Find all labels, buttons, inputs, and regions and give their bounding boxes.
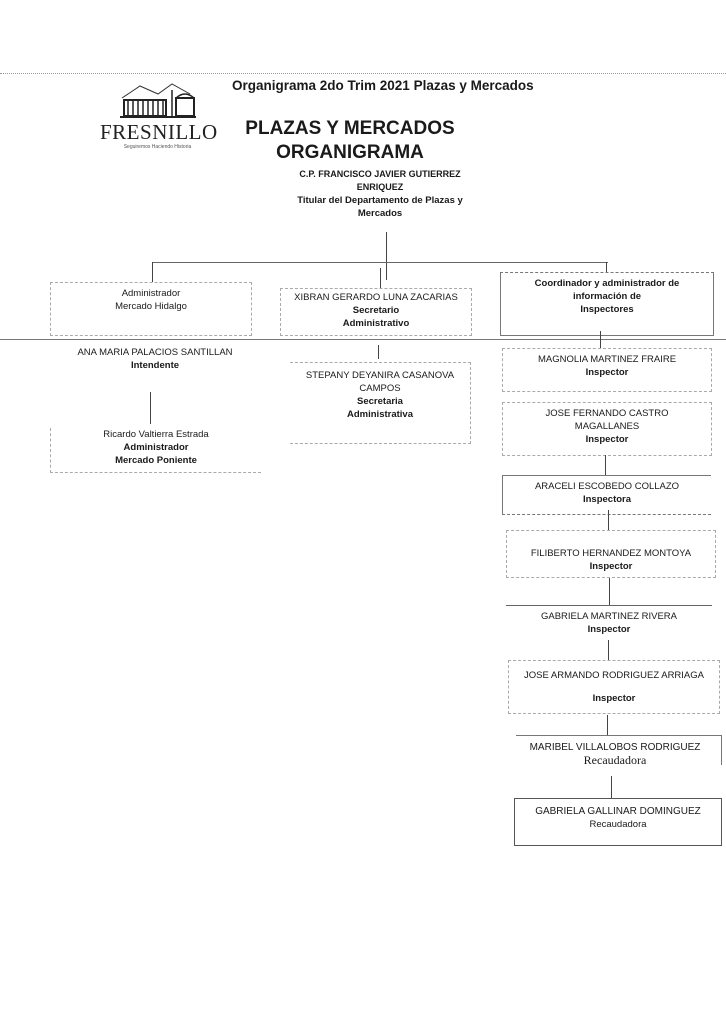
right-item-7-role: Recaudadora	[583, 753, 647, 767]
right-head-role-line-3: Inspectores	[580, 304, 634, 315]
left-item-2-role-line-1: Administrador	[123, 442, 189, 453]
middle-head-role-line-2: Administrativo	[342, 318, 410, 329]
right-head-role-line-2: información de	[572, 291, 642, 302]
connector-right-6-side	[721, 735, 722, 765]
building-logo-icon	[120, 83, 196, 118]
node-recaudadora-2: GABRIELA GALLINAR DOMINGUEZ Recaudadora	[514, 798, 722, 846]
connector-right-0	[600, 331, 601, 348]
title-line-1: PLAZAS Y MERCADOS	[245, 118, 455, 139]
node-admin-mercado-poniente: Ricardo Valtierra Estrada Administrador …	[50, 428, 261, 473]
connector-right-5	[608, 640, 609, 660]
connector-middle-drop	[380, 268, 381, 288]
right-item-3-role: Inspectora	[582, 494, 632, 505]
node-coordinador-inspectores: Coordinador y administrador de informaci…	[500, 272, 714, 336]
right-item-3-name: ARACELI ESCOBEDO COLLAZO	[534, 481, 680, 492]
right-head-role-line-1: Coordinador y administrador de	[534, 278, 680, 289]
node-inspector-2: JOSE FERNANDO CASTRO MAGALLANES Inspecto…	[502, 402, 712, 456]
middle-item-name-line-1: STEPANY DEYANIRA CASANOVA	[305, 370, 455, 381]
connector-right-3	[608, 510, 609, 530]
node-inspector-5: GABRIELA MARTINEZ RIVERA Inspector	[506, 610, 712, 636]
right-item-6-name: JOSE ARMANDO RODRIGUEZ ARRIAGA	[524, 670, 704, 681]
head-name-line-1: C.P. FRANCISCO JAVIER GUTIERREZ	[299, 169, 461, 179]
left-item-1-name: ANA MARIA PALACIOS SANTILLAN	[77, 347, 233, 358]
node-inspector-6: JOSE ARMANDO RODRIGUEZ ARRIAGA Inspector	[508, 660, 720, 714]
middle-head-role-line-1: Secretario	[352, 305, 400, 316]
connector-middle-1	[378, 345, 379, 359]
right-item-8-role: Recaudadora	[589, 819, 647, 830]
right-item-1-name: MAGNOLIA MARTINEZ FRAIRE	[537, 354, 677, 365]
right-item-7-name: MARIBEL VILLALOBOS RODRIGUEZ	[529, 742, 701, 753]
right-item-8-name: GABRIELA GALLINAR DOMINGUEZ	[535, 806, 701, 817]
connector-left-1	[150, 392, 151, 424]
connector-right-4-bar	[506, 605, 712, 606]
head-name-line-2: ENRIQUEZ	[356, 182, 404, 192]
scan-divider-line	[0, 73, 726, 74]
right-item-2-name: JOSE FERNANDO CASTRO MAGALLANES	[545, 408, 669, 432]
title-line-2: ORGANIGRAMA	[276, 142, 424, 163]
node-recaudadora-1: MARIBEL VILLALOBOS RODRIGUEZ Recaudadora	[510, 741, 720, 767]
connector-right-7	[611, 776, 612, 798]
left-item-2-name: Ricardo Valtierra Estrada	[103, 429, 209, 440]
head-role-line-1: Titular del Departamento de Plazas y	[297, 195, 463, 206]
left-item-1-role: Intendente	[130, 360, 180, 371]
connector-right-6	[607, 715, 608, 735]
middle-item-name-line-2: CAMPOS	[359, 383, 401, 394]
connector-left-drop	[152, 262, 153, 282]
right-item-4-role: Inspector	[589, 561, 633, 572]
node-intendente: ANA MARIA PALACIOS SANTILLAN Intendente	[50, 346, 260, 372]
node-inspector-1: MAGNOLIA MARTINEZ FRAIRE Inspector	[502, 348, 712, 392]
node-secretaria-administrativa: STEPANY DEYANIRA CASANOVA CAMPOS Secreta…	[290, 362, 471, 444]
connector-right-6-bar	[516, 735, 722, 736]
right-item-1-role: Inspector	[585, 367, 629, 378]
right-item-6-role: Inspector	[592, 693, 636, 704]
connector-top-down	[386, 232, 387, 280]
middle-item-role-line-1: Secretaria	[357, 396, 403, 407]
right-item-2-role: Inspector	[585, 434, 629, 445]
left-item-2-role-line-2: Mercado Poniente	[115, 455, 197, 466]
logo-motto: Seguiremos Haciendo Historia	[123, 144, 192, 150]
org-chart-title: PLAZAS Y MERCADOS ORGANIGRAMA	[230, 117, 470, 165]
connector-right-2	[605, 455, 606, 475]
right-item-5-role: Inspector	[587, 624, 631, 635]
middle-head-name: XIBRAN GERARDO LUNA ZACARIAS	[294, 292, 458, 303]
document-header-title: Organigrama 2do Trim 2021 Plazas y Merca…	[232, 78, 534, 93]
middle-item-role-line-2: Administrativa	[347, 409, 413, 420]
node-department-head: C.P. FRANCISCO JAVIER GUTIERREZ ENRIQUEZ…	[272, 168, 488, 220]
node-admin-mercado-hidalgo: Administrador Mercado Hidalgo	[50, 282, 252, 336]
connector-branch-bar	[152, 262, 608, 263]
right-item-4-name: FILIBERTO HERNANDEZ MONTOYA	[530, 548, 692, 559]
node-secretario-administrativo: XIBRAN GERARDO LUNA ZACARIAS Secretario …	[280, 288, 472, 336]
logo-wordmark: FRESNILLO	[100, 120, 218, 144]
fresnillo-logo: FRESNILLO Seguiremos Haciendo Historia	[100, 80, 218, 154]
node-inspectora-3: ARACELI ESCOBEDO COLLAZO Inspectora	[502, 475, 711, 515]
connector-right-4	[609, 578, 610, 606]
horizontal-rule	[0, 339, 726, 340]
left-head-role-line-1: Administrador	[121, 288, 181, 299]
right-item-5-name: GABRIELA MARTINEZ RIVERA	[540, 611, 678, 622]
node-inspector-4: FILIBERTO HERNANDEZ MONTOYA Inspector	[506, 530, 716, 578]
connector-right-drop	[606, 262, 607, 272]
head-role-line-2: Mercados	[357, 208, 403, 219]
left-head-role-line-2: Mercado Hidalgo	[115, 301, 187, 312]
